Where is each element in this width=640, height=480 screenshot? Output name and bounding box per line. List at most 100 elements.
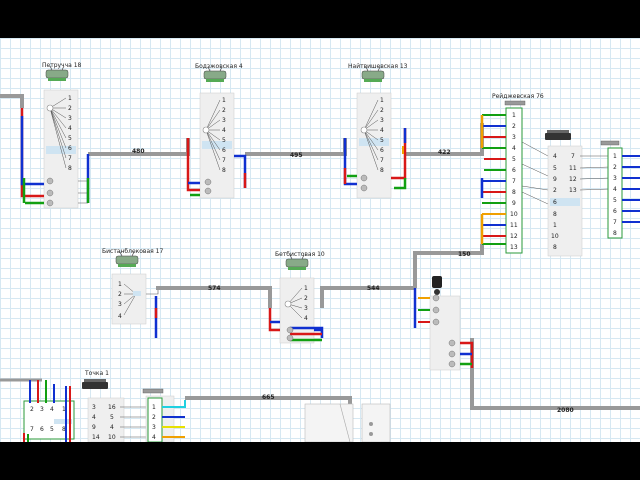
node-bodzhovskaya[interactable]: Бодзжовская 4 12 34 56 78 xyxy=(186,63,247,199)
tochka-right-cords xyxy=(162,400,186,438)
right-panel-ports: 12 34 56 78 xyxy=(613,153,617,237)
patch-links xyxy=(521,141,549,205)
svg-text:10: 10 xyxy=(510,211,518,218)
patch-panel-icon xyxy=(504,100,526,106)
svg-text:5: 5 xyxy=(222,137,226,144)
splitter-fan xyxy=(287,287,303,319)
network-diagram-canvas[interactable]: 480 495 422 150 574 544 2080 665 Петручч… xyxy=(0,38,640,442)
svg-text:7: 7 xyxy=(222,157,226,164)
svg-text:9: 9 xyxy=(512,200,516,207)
node-label: Точка 1 xyxy=(84,370,109,377)
port-numbers: 12 34 56 78 xyxy=(68,95,72,172)
node-label: Бетбистовая 10 xyxy=(275,251,325,258)
svg-text:1: 1 xyxy=(512,112,516,119)
svg-text:1: 1 xyxy=(553,222,557,229)
svg-text:7: 7 xyxy=(512,178,516,185)
router-icon xyxy=(203,66,227,82)
svg-text:4: 4 xyxy=(512,145,516,152)
cable-label-1: 480 xyxy=(132,148,145,155)
cable-label-3: 422 xyxy=(438,149,451,156)
svg-text:3: 3 xyxy=(40,406,44,413)
svg-text:6: 6 xyxy=(222,147,226,154)
node-junction-box[interactable] xyxy=(413,276,474,371)
cable-segment-4[interactable] xyxy=(413,244,484,288)
svg-text:2: 2 xyxy=(222,107,226,114)
node-petrucha[interactable]: Петручча 18 12 34 56 78 xyxy=(20,62,90,209)
svg-text:3: 3 xyxy=(68,115,72,122)
tochka-mid-b: 165 410 xyxy=(108,404,116,441)
cable-label-6: 544 xyxy=(367,285,380,292)
node-bistanblekovaya[interactable]: Бистанблековая 17 12 34 xyxy=(102,248,163,338)
svg-text:6: 6 xyxy=(512,167,516,174)
tochka-links xyxy=(120,406,146,438)
svg-text:13: 13 xyxy=(510,244,518,251)
svg-text:2: 2 xyxy=(68,105,72,112)
cable-left-entry[interactable] xyxy=(0,94,24,108)
svg-text:9: 9 xyxy=(92,424,96,431)
svg-text:3: 3 xyxy=(118,301,122,308)
svg-text:4: 4 xyxy=(110,424,114,431)
svg-text:5: 5 xyxy=(68,135,72,142)
svg-text:5: 5 xyxy=(613,197,617,204)
svg-text:8: 8 xyxy=(613,230,617,237)
svg-text:4: 4 xyxy=(304,315,308,322)
svg-text:7: 7 xyxy=(380,157,384,164)
svg-text:4: 4 xyxy=(92,414,96,421)
port-numbers: 1 2 3 4 xyxy=(304,285,308,322)
switch-ports-right: 7 11 12 13 xyxy=(569,153,577,194)
svg-text:8: 8 xyxy=(62,426,66,433)
svg-text:2: 2 xyxy=(613,164,617,171)
svg-text:6: 6 xyxy=(40,426,44,433)
svg-text:4: 4 xyxy=(68,125,72,132)
clamp-icon xyxy=(432,276,442,295)
splitter-fan xyxy=(49,97,67,169)
svg-text:12: 12 xyxy=(569,176,577,183)
node-label: Петручча 18 xyxy=(42,62,82,69)
cable-label-2: 495 xyxy=(290,152,303,159)
svg-text:4: 4 xyxy=(553,153,557,160)
svg-text:1: 1 xyxy=(68,95,72,102)
node-label: Бистанблековая 17 xyxy=(102,248,163,255)
svg-text:8: 8 xyxy=(512,189,516,196)
diagram-svg: 480 495 422 150 574 544 2080 665 Петручч… xyxy=(0,62,640,442)
cable-segment-5[interactable] xyxy=(156,286,272,308)
svg-text:3: 3 xyxy=(152,424,156,431)
cable-segment-7[interactable] xyxy=(470,338,640,410)
svg-text:4: 4 xyxy=(118,313,122,320)
svg-text:2: 2 xyxy=(30,406,34,413)
router-icon xyxy=(361,66,385,82)
node-betbistovaya[interactable]: Бетбистовая 10 1 2 3 4 xyxy=(268,251,325,344)
svg-text:3: 3 xyxy=(92,404,96,411)
svg-text:2: 2 xyxy=(304,295,308,302)
svg-text:4: 4 xyxy=(152,434,156,441)
svg-text:11: 11 xyxy=(510,222,518,229)
svg-text:4: 4 xyxy=(380,127,384,134)
svg-text:5: 5 xyxy=(512,156,516,163)
cable-length-labels: 480 495 422 150 574 544 2080 665 xyxy=(132,148,574,414)
svg-text:8: 8 xyxy=(553,244,557,251)
svg-text:2: 2 xyxy=(152,414,156,421)
node-naytvishevskaya[interactable]: Найтвишевская 13 12 34 56 78 xyxy=(343,63,408,199)
svg-text:3: 3 xyxy=(512,134,516,141)
svg-text:7: 7 xyxy=(571,153,575,160)
svg-text:2: 2 xyxy=(380,107,384,114)
cable-label-5: 574 xyxy=(208,285,221,292)
cable-label-8: 665 xyxy=(262,394,275,401)
node-label: Бодзжовская 4 xyxy=(195,63,243,70)
svg-text:1: 1 xyxy=(222,97,226,104)
cable-segment-6[interactable] xyxy=(320,286,415,308)
tochka-mid-a: 3 4 9 14 xyxy=(92,404,100,441)
patch-cords-left xyxy=(482,114,506,245)
port-numbers: 12 34 xyxy=(118,281,122,320)
svg-text:5: 5 xyxy=(380,137,384,144)
svg-text:3: 3 xyxy=(304,305,308,312)
svg-text:6: 6 xyxy=(613,208,617,215)
svg-text:14: 14 xyxy=(92,434,100,441)
cable-label-4: 150 xyxy=(458,251,471,258)
port-numbers: 12 34 56 78 xyxy=(222,97,226,174)
svg-text:1: 1 xyxy=(304,285,308,292)
